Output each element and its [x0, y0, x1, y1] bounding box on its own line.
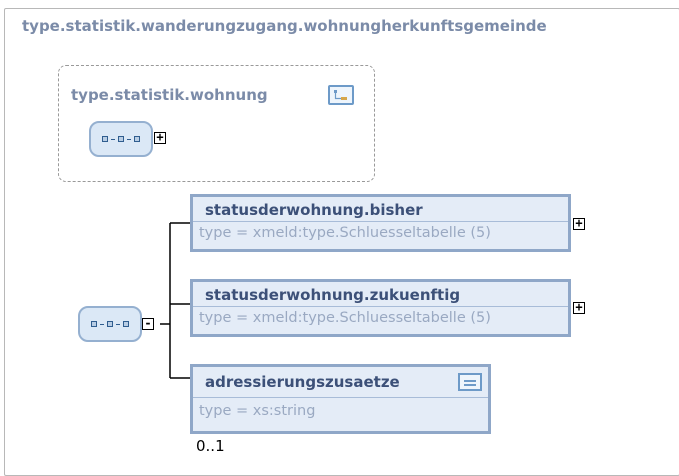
ref-expand-toggle[interactable]: +	[154, 131, 166, 144]
element-divider	[193, 306, 568, 307]
sequence-icon[interactable]	[78, 306, 142, 342]
simple-type-icon	[458, 373, 482, 391]
element-name: statusderwohnung.zukuenftig	[205, 286, 461, 304]
element-divider	[193, 397, 488, 398]
complex-type-icon	[328, 85, 354, 105]
element-type: type = xmeld:type.Schluesseltabelle (5)	[199, 225, 491, 241]
element-type: type = xmeld:type.Schluesseltabelle (5)	[199, 310, 491, 326]
element-name: statusderwohnung.bisher	[205, 201, 423, 219]
element-statusderwohnung-bisher[interactable]: statusderwohnung.bisher type = xmeld:typ…	[190, 194, 571, 252]
element-expand-toggle[interactable]: +	[573, 301, 585, 314]
occurrence-label: 0..1	[196, 437, 225, 455]
element-type: type = xs:string	[199, 403, 316, 419]
ref-type-title[interactable]: type.statistik.wohnung	[71, 86, 268, 104]
element-divider	[193, 221, 568, 222]
element-expand-toggle[interactable]: +	[573, 217, 585, 230]
element-name: adressierungszusaetze	[205, 373, 400, 391]
outer-type-title: type.statistik.wanderungzugang.wohnunghe…	[22, 17, 547, 35]
ref-sequence-icon[interactable]	[89, 121, 153, 157]
ref-type-group	[58, 65, 375, 182]
sequence-collapse-toggle[interactable]: -	[142, 317, 154, 330]
element-statusderwohnung-zukuenftig[interactable]: statusderwohnung.zukuenftig type = xmeld…	[190, 279, 571, 337]
element-adressierungszusaetze[interactable]: adressierungszusaetze type = xs:string	[190, 364, 491, 434]
